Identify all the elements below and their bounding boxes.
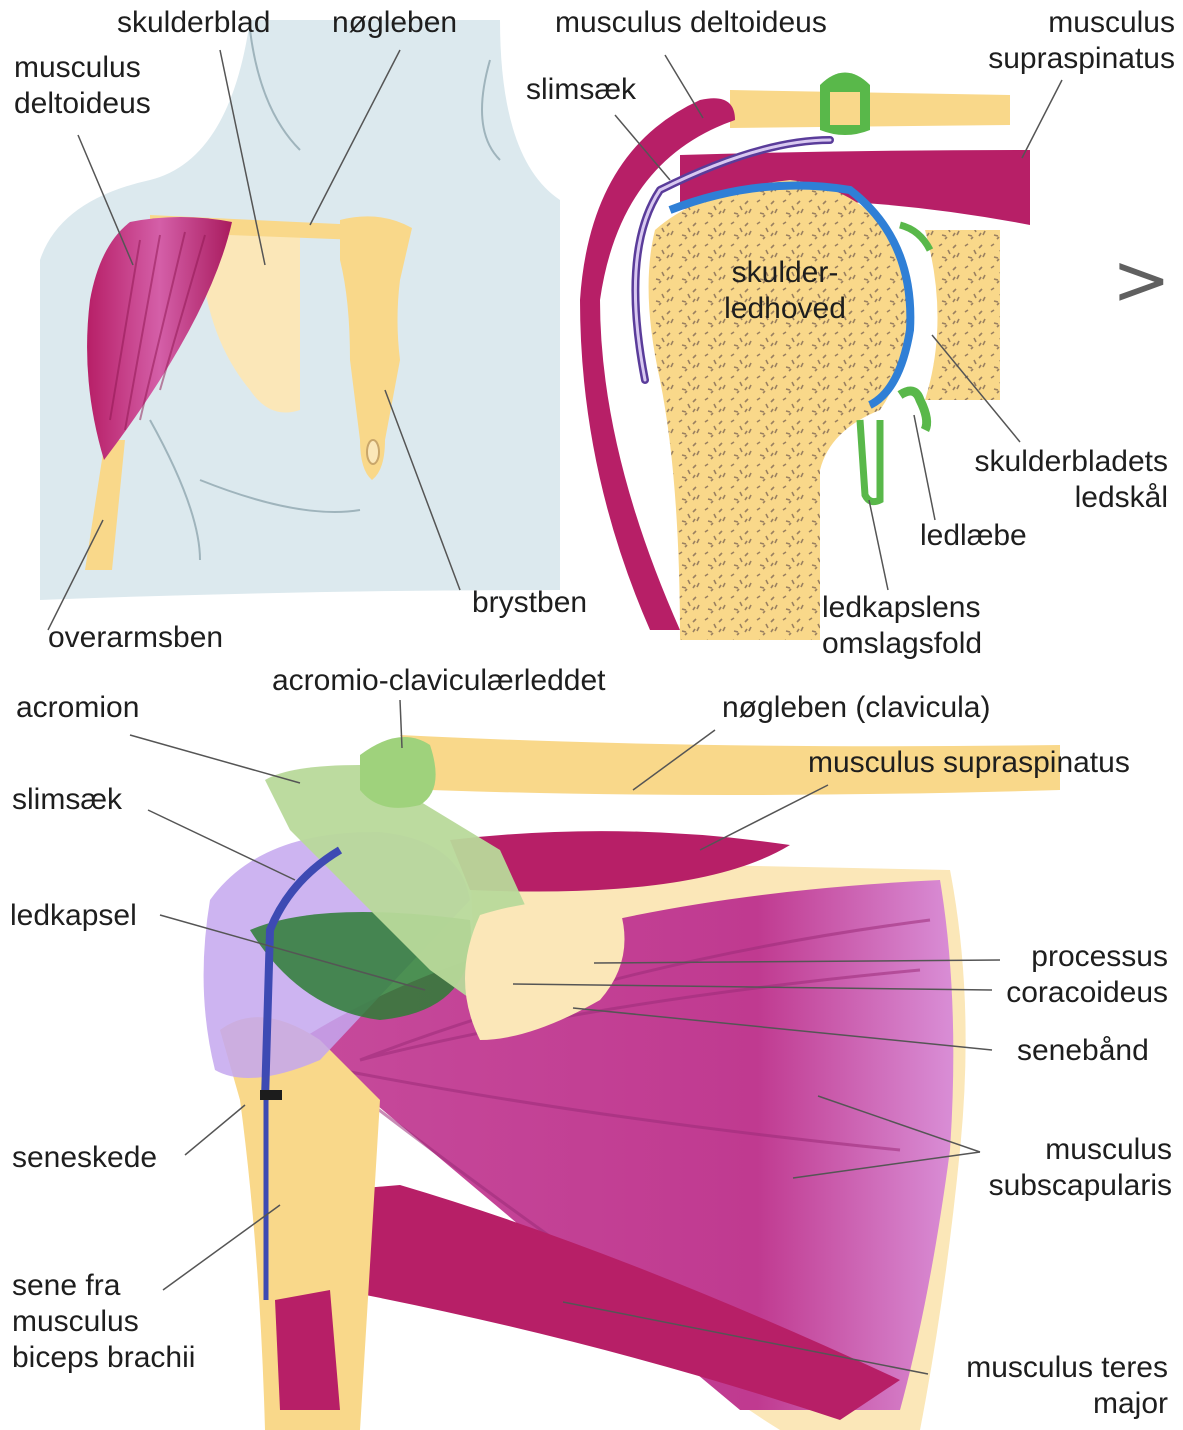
label-sternum: brystben [472,585,587,621]
chevron-right-icon[interactable]: > [1112,235,1171,325]
capsule-upper [900,225,930,250]
label-deltoid-tr: musculus deltoideus [555,5,827,41]
label-bursa-tr: slimsæk [526,72,636,108]
label-subscapularis: musculus subscapularis [940,1132,1172,1204]
label-glenoid: skulderbladets ledskål [930,444,1168,516]
label-capsule: ledkapsel [10,898,137,934]
label-teres-major: musculus teres major [925,1350,1168,1422]
label-scapula: skulderblad [117,5,270,41]
label-tendon-sheath: seneskede [12,1140,157,1176]
label-deltoid-tl: musculus deltoideus [14,50,151,122]
bottom-panel [204,735,1060,1430]
glenoid-bone [925,230,1000,400]
label-bursa-bottom: slimsæk [12,782,122,818]
biceps-muscle [275,1290,340,1410]
label-biceps-tendon: sene fra musculus biceps brachii [12,1268,195,1376]
humerus-head [649,180,908,640]
label-humerus: overarmsben [48,620,223,656]
label-labrum: ledlæbe [920,518,1027,554]
label-clavicle-tl: nøgleben [332,5,457,41]
label-ac-joint: acromio-claviculærleddet [272,663,605,699]
label-clavicle-bottom: nøgleben (clavicula) [722,690,990,726]
label-supraspinatus-tr: musculus supraspinatus [950,5,1175,77]
label-supraspinatus-bottom: musculus supraspinatus [808,745,1130,781]
ac-joint [360,737,436,808]
label-humeral-head: skulder- ledhoved [700,255,870,327]
top-right-panel [580,73,1030,641]
label-capsule-fold: ledkapslens omslagsfold [822,590,982,662]
label-acromion: acromion [16,690,139,726]
label-ligament: senebånd [1017,1033,1149,1069]
capsule-fold [860,420,880,502]
label-coracoid: processus coracoideus [950,939,1168,1011]
labrum [900,391,927,430]
